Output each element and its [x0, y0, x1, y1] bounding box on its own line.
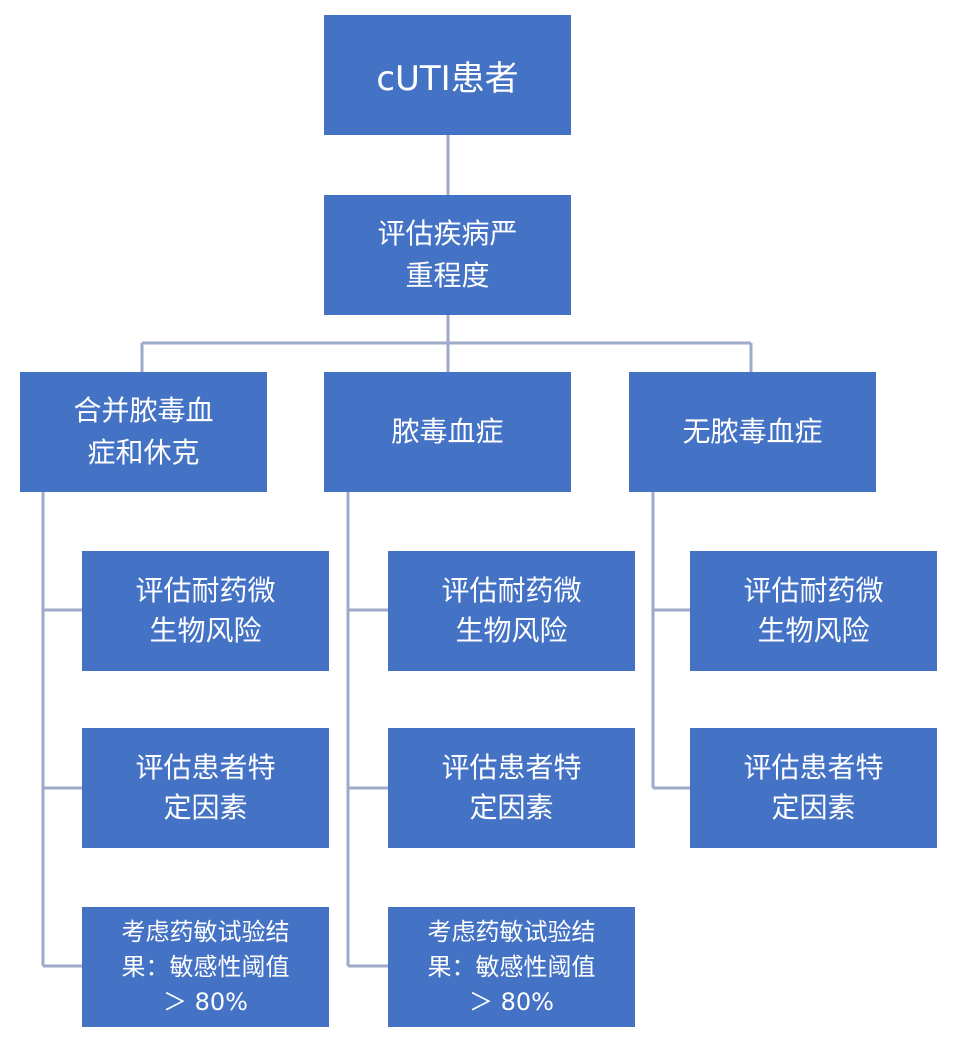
- leaf-line-1: 评估耐药微: [135, 574, 276, 607]
- leaf-line-2: 果：敏感性阈值: [427, 952, 596, 981]
- leaf-assess-patient-factors: 评估患者特 定因素: [82, 728, 329, 848]
- leaf-susceptibility-results: 考虑药敏试验结 果：敏感性阈值 ＞ 80%: [388, 907, 635, 1027]
- leaf-line-2: 定因素: [771, 791, 856, 824]
- leaf-line-2: 定因素: [469, 791, 554, 824]
- leaf-line-2: 生物风险: [757, 614, 870, 647]
- root-node-label: cUTI患者: [376, 58, 519, 99]
- leaf-line-1: 考虑药敏试验结: [427, 917, 596, 946]
- root-node-cuti-patient: cUTI患者: [324, 15, 571, 135]
- leaf-line-1: 评估患者特: [441, 751, 582, 784]
- leaf-susceptibility-results: 考虑药敏试验结 果：敏感性阈值 ＞ 80%: [82, 907, 329, 1027]
- leaf-line-3: ＞ 80%: [163, 987, 248, 1016]
- leaf-line-1: 考虑药敏试验结: [121, 917, 290, 946]
- leaf-assess-patient-factors: 评估患者特 定因素: [388, 728, 635, 848]
- category-no-sepsis: 无脓毒血症: [629, 372, 876, 492]
- assess-severity-line-2: 重程度: [405, 259, 490, 292]
- leaf-line-1: 评估患者特: [743, 751, 884, 784]
- category-label-line-1: 脓毒血症: [391, 415, 504, 448]
- leaf-assess-resistance-risk: 评估耐药微 生物风险: [82, 551, 329, 671]
- leaf-line-2: 果：敏感性阈值: [121, 952, 290, 981]
- category-sepsis-with-shock: 合并脓毒血 症和休克: [20, 372, 267, 492]
- leaf-line-1: 评估耐药微: [441, 574, 582, 607]
- assess-severity-node: 评估疾病严 重程度: [324, 195, 571, 315]
- leaf-line-2: 生物风险: [149, 614, 262, 647]
- category-label-line-2: 症和休克: [87, 436, 200, 469]
- leaf-line-2: 定因素: [163, 791, 248, 824]
- leaf-line-1: 评估耐药微: [743, 574, 884, 607]
- category-label-line-1: 合并脓毒血: [73, 394, 214, 427]
- leaf-assess-patient-factors: 评估患者特 定因素: [690, 728, 937, 848]
- category-sepsis: 脓毒血症: [324, 372, 571, 492]
- leaf-line-3: ＞ 80%: [469, 987, 554, 1016]
- leaf-assess-resistance-risk: 评估耐药微 生物风险: [690, 551, 937, 671]
- leaf-line-2: 生物风险: [455, 614, 568, 647]
- assess-severity-line-1: 评估疾病严: [377, 217, 518, 250]
- leaf-assess-resistance-risk: 评估耐药微 生物风险: [388, 551, 635, 671]
- leaf-line-1: 评估患者特: [135, 751, 276, 784]
- category-label-line-1: 无脓毒血症: [682, 415, 823, 448]
